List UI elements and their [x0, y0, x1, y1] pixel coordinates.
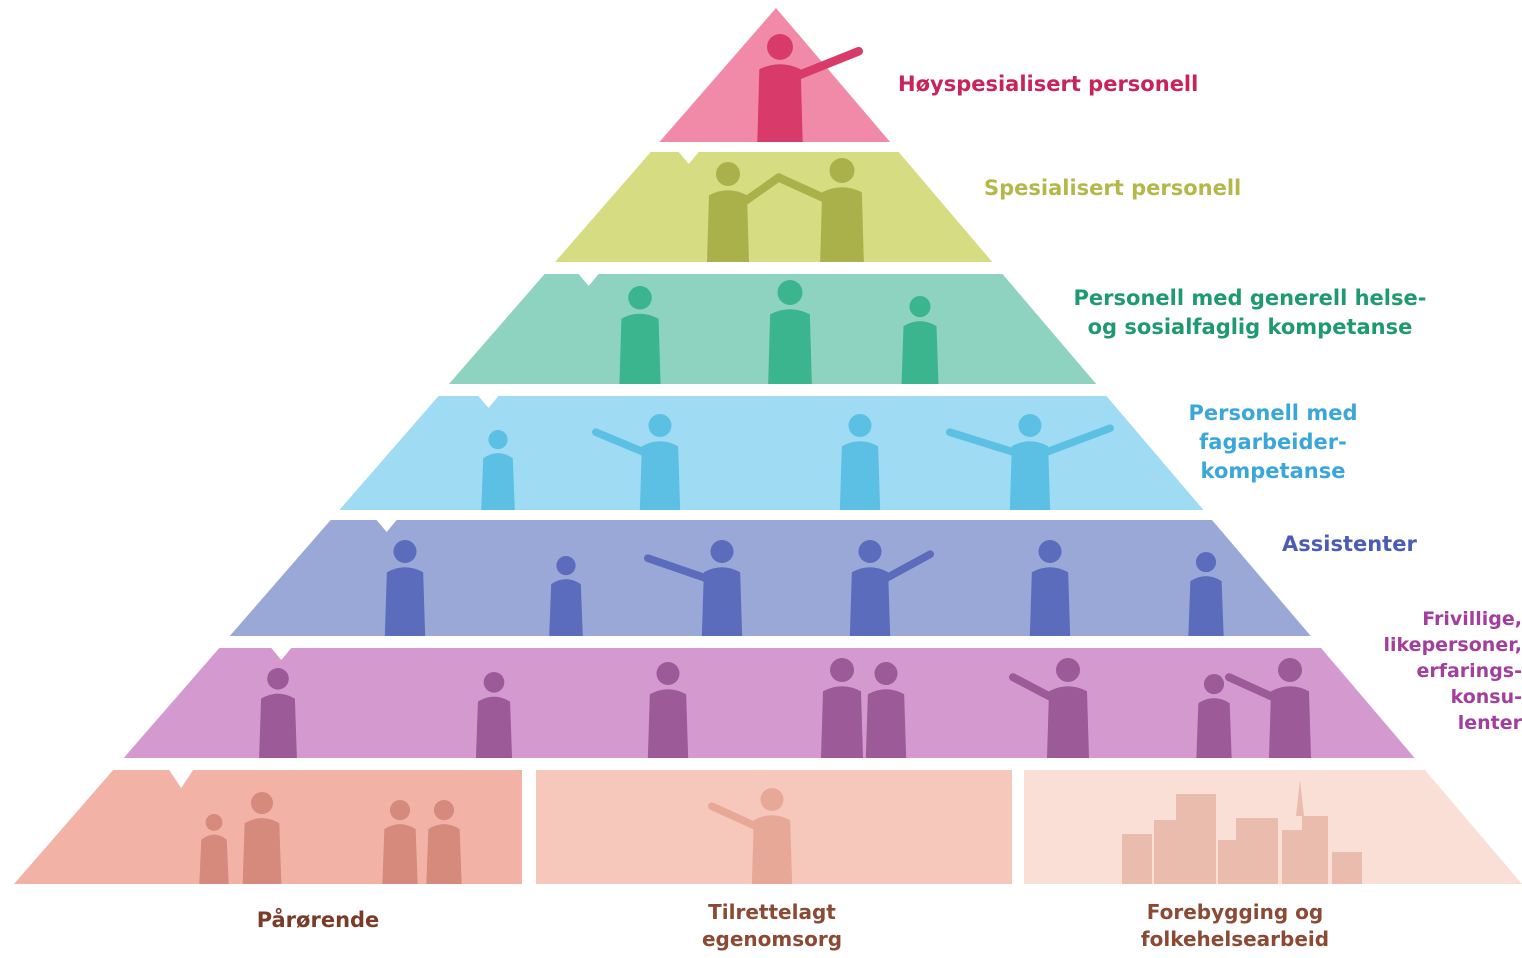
figure-tier2-1	[707, 162, 783, 262]
tier-label-skilled-worker-line-2: fagarbeider-	[1199, 430, 1347, 454]
figure-tier5-2	[549, 556, 583, 636]
base-label-self-care-line-1: Tilrettelagt	[708, 900, 836, 924]
figure-tier4-4	[946, 414, 1114, 510]
figure-tier4-1	[481, 430, 515, 510]
base-label-relatives: Pårørende	[256, 908, 380, 932]
figure-tier5-5	[1029, 540, 1071, 636]
figure-base-selfcare-1	[708, 788, 793, 884]
city-skyline-icon	[1122, 780, 1362, 884]
base-label-self-care-line-2: egenomsorg	[701, 927, 843, 951]
base-label-prevention: Forebygging og folkehelsearbeid	[1110, 899, 1360, 953]
figure-tier5-3	[644, 540, 743, 636]
tier-label-general-competence-line-1: Personell med generell helse-	[1073, 286, 1427, 310]
tier-label-skilled-worker: Personell med fagarbeider- kompetanse	[1168, 399, 1378, 486]
figure-base-relatives-4	[426, 800, 462, 884]
figure-tier6-7	[1196, 674, 1232, 758]
figure-tier3-1	[619, 286, 661, 384]
figure-tier4-2	[592, 414, 681, 510]
figure-tier3-3	[901, 296, 939, 384]
figure-tier6-1	[259, 668, 297, 758]
tier-band-6	[123, 648, 1415, 758]
tier-label-volunteers-line-4: konsu-	[1450, 686, 1522, 708]
tier-label-skilled-worker-line-3: kompetanse	[1200, 459, 1346, 483]
figure-base-relatives-1	[199, 814, 229, 884]
figure-tier2-2	[776, 158, 864, 262]
tier-label-volunteers-line-3: erfarings-	[1416, 660, 1522, 682]
tier-label-skilled-worker-line-1: Personell med	[1188, 401, 1358, 425]
tier-label-volunteers-line-2: likepersoner,	[1383, 634, 1522, 656]
figure-tier4-3	[839, 414, 881, 510]
base-label-prevention-line-2: folkehelsearbeid	[1140, 927, 1330, 951]
figure-tier3-2	[768, 280, 812, 384]
tier-band-2	[555, 152, 993, 262]
figure-tier1-1	[757, 34, 863, 142]
tier-label-volunteers-line-5: lenter	[1457, 712, 1522, 734]
figure-tier6-6	[1009, 658, 1089, 758]
figure-base-relatives-3	[382, 800, 418, 884]
tier-label-assistants: Assistenter	[1282, 532, 1417, 556]
tier-band-4	[339, 396, 1204, 510]
base-label-prevention-line-1: Forebygging og	[1146, 900, 1324, 924]
figure-tier5-6	[1188, 552, 1224, 636]
figure-tier6-2	[475, 672, 513, 758]
figure-base-relatives-2	[242, 792, 282, 884]
figure-tier6-8	[1225, 658, 1311, 758]
tier-label-general-competence: Personell med generell helse- og sosialf…	[1052, 284, 1448, 342]
base-label-self-care: Tilrettelagt egenomsorg	[672, 899, 872, 953]
tier-label-high-specialized: Høyspesialisert personell	[898, 72, 1199, 96]
tier-label-specialized: Spesialisert personell	[984, 176, 1242, 200]
tier-label-volunteers: Frivillige, likepersoner, erfarings- kon…	[1372, 606, 1522, 736]
figure-tier5-1	[384, 540, 426, 636]
figure-tier5-4	[849, 540, 934, 636]
figure-tier6-4	[821, 658, 863, 758]
figure-tier6-5	[865, 662, 907, 758]
figure-tier6-3	[647, 662, 689, 758]
tier-label-general-competence-line-2: og sosialfaglig kompetanse	[1087, 315, 1413, 339]
tier-label-volunteers-line-1: Frivillige,	[1422, 608, 1522, 630]
